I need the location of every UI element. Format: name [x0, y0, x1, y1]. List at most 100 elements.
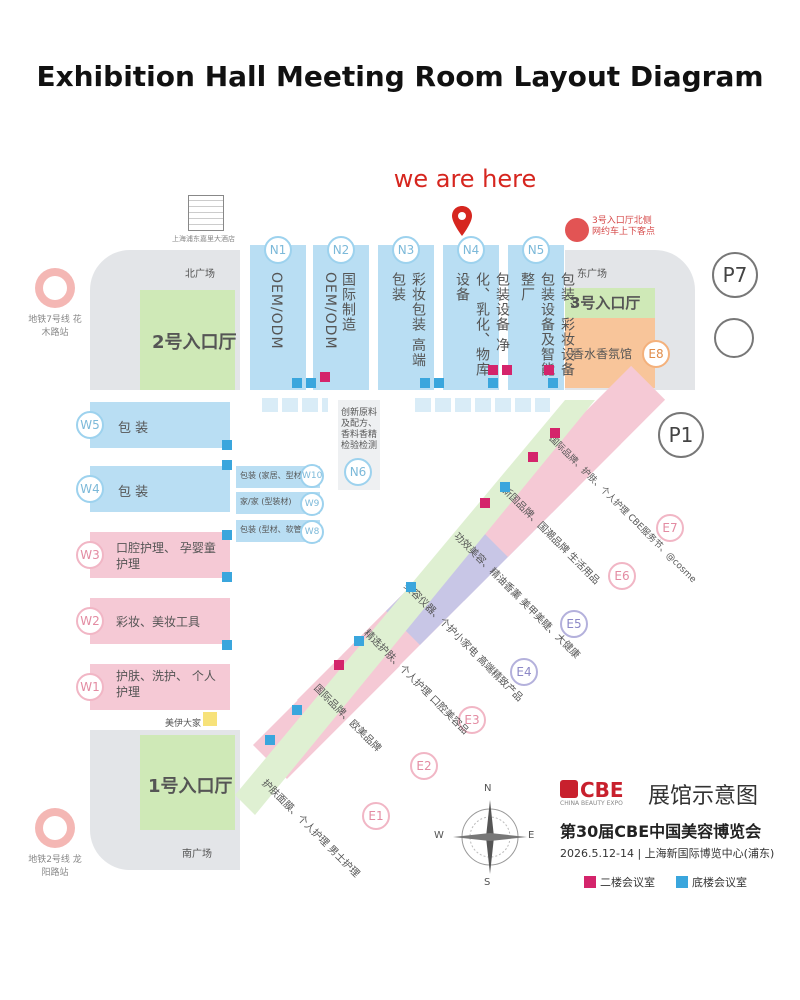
meeting-room-marker: [434, 378, 444, 388]
meeting-room-marker: [320, 372, 330, 382]
legend-swatch-2f: [584, 876, 596, 888]
meeting-room-marker: [222, 640, 232, 650]
meeting-room-marker: [292, 705, 302, 715]
hall-w5-badge: W5: [76, 411, 104, 439]
meiyi-icon: [203, 712, 217, 726]
hall-e6-badge: E6: [608, 562, 636, 590]
hall-n2-badge: N2: [327, 236, 355, 264]
entrance-3-taxi-label: 3号入口厅北侧 网约车上下客点: [592, 216, 656, 237]
entrance-1-area: [140, 735, 235, 830]
hall-w1: [90, 664, 230, 710]
car-icon: [565, 218, 589, 242]
legend-label-1f: 底楼会议室: [692, 876, 747, 889]
hall-w1-label: 护肤、洗护、 个人护理: [116, 669, 216, 699]
hall-n5-badge: N5: [522, 236, 550, 264]
hall-n3-label: 彩妆包装 高端包装: [390, 272, 426, 368]
hall-w3-label: 口腔护理、 孕婴童护理: [116, 541, 216, 571]
compass-west: W: [434, 830, 444, 841]
hall-e1-badge: E1: [362, 802, 390, 830]
hall-w10-badge: W10: [300, 464, 324, 488]
cbe-logo-text: CBE: [580, 778, 624, 802]
hall-e2-badge: E2: [410, 752, 438, 780]
hall-n5: [508, 245, 564, 390]
hall-n4-badge: N4: [457, 236, 485, 264]
hall-n2: [313, 245, 369, 390]
entrance-2-area: [140, 290, 235, 390]
meeting-room-marker: [548, 378, 558, 388]
hall-w9-badge: W9: [300, 492, 324, 516]
hall-n1-badge: N1: [264, 236, 292, 264]
hall-w5: [90, 402, 230, 448]
meeting-room-marker: [222, 440, 232, 450]
hall-w10: [236, 466, 320, 488]
cbe-logo: CBE CHINA BEAUTY EXPO: [560, 778, 640, 808]
compass-south: S: [484, 877, 491, 888]
metro-line-2-label: 地铁2号线 龙阳路站: [28, 855, 82, 878]
event-date-venue: 2026.5.12-14 | 上海新国际博览中心(浦东): [560, 847, 775, 860]
hall-e8-label: 香水香氛馆: [572, 347, 633, 361]
hall-w9: [236, 492, 320, 514]
hall-n1-label: OEM/ODM: [268, 272, 284, 350]
we-are-here-label: we are here: [393, 165, 537, 193]
meeting-room-marker: [488, 365, 498, 375]
meeting-room-marker: [222, 530, 232, 540]
cbe-logo-sub: CHINA BEAUTY EXPO: [560, 800, 623, 807]
legend-label-2f: 二楼会议室: [600, 876, 655, 889]
location-pin-icon: [452, 206, 472, 236]
meeting-room-marker: [222, 572, 232, 582]
event-title: 第30届CBE中国美容博览会: [560, 822, 762, 841]
meeting-room-marker: [334, 660, 344, 670]
meeting-room-marker: [354, 636, 364, 646]
meeting-room-marker: [406, 582, 416, 592]
hall-e7: [518, 365, 666, 513]
hall-w9-label: 家/家 (型装材): [240, 497, 292, 506]
hall-w4-badge: W4: [76, 475, 104, 503]
hall-n6-label: 创新原料及配方、香料香精检验检测: [341, 408, 378, 451]
cbe-logo-icon: [560, 780, 578, 798]
diagonal-walkway: [235, 400, 595, 815]
hall-w8: [236, 520, 320, 542]
hall-n3-badge: N3: [392, 236, 420, 264]
meeting-room-marker: [222, 460, 232, 470]
entrance-3-area: [565, 288, 655, 318]
compass-east: E: [528, 830, 535, 841]
metro-line-7-label: 地铁7号线 花木路站: [28, 315, 82, 338]
entrance-1-label: 1号入口厅: [148, 776, 233, 797]
parking-p1-icon: P1: [658, 412, 704, 458]
hall-e5-badge: E5: [560, 610, 588, 638]
hall-w2-label: 彩妆、美妆工具: [116, 615, 201, 629]
meeting-room-marker: [292, 378, 302, 388]
legend-swatch-1f: [676, 876, 688, 888]
meeting-room-marker: [480, 498, 490, 508]
north-plaza-label: 北广场: [185, 269, 215, 280]
map-title-cn: 展馆示意图: [648, 784, 759, 809]
hall-w3-badge: W3: [76, 541, 104, 569]
meeting-room-marker: [528, 452, 538, 462]
hall-n1: [250, 245, 306, 390]
hall-e4-badge: E4: [510, 658, 538, 686]
meeting-room-marker: [306, 378, 316, 388]
compass-north: N: [484, 783, 492, 794]
hall-w10-label: 包装 (家居、型材): [240, 471, 305, 480]
north-booths: [415, 398, 550, 412]
entrance-3-label: 3号入口厅: [570, 294, 641, 312]
hall-n2-label: 国际制造 OEM/ODM: [322, 272, 356, 350]
page-title: Exhibition Hall Meeting Room Layout Diag…: [36, 60, 764, 93]
meeting-room-marker: [502, 365, 512, 375]
hall-w8-label: 包装 (型材、软管): [240, 525, 305, 534]
hall-w8-badge: W8: [300, 520, 324, 544]
building-icon: [188, 195, 224, 231]
entrance-2-label: 2号入口厅: [152, 332, 237, 353]
compass-icon: [453, 800, 527, 874]
north-booths-left: [262, 398, 328, 412]
hall-e3-badge: E3: [458, 706, 486, 734]
hall-e8-badge: E8: [642, 340, 670, 368]
south-plaza-label: 南广场: [182, 849, 212, 860]
hall-n5-label: 包装、彩妆设备 包装设备及智能整厂: [519, 272, 575, 377]
hall-w2-badge: W2: [76, 607, 104, 635]
hall-n4-label: 包装设备 净化、乳化、物库设备: [454, 272, 510, 377]
east-plaza-label: 东广场: [577, 269, 607, 280]
hall-w1-badge: W1: [76, 673, 104, 701]
